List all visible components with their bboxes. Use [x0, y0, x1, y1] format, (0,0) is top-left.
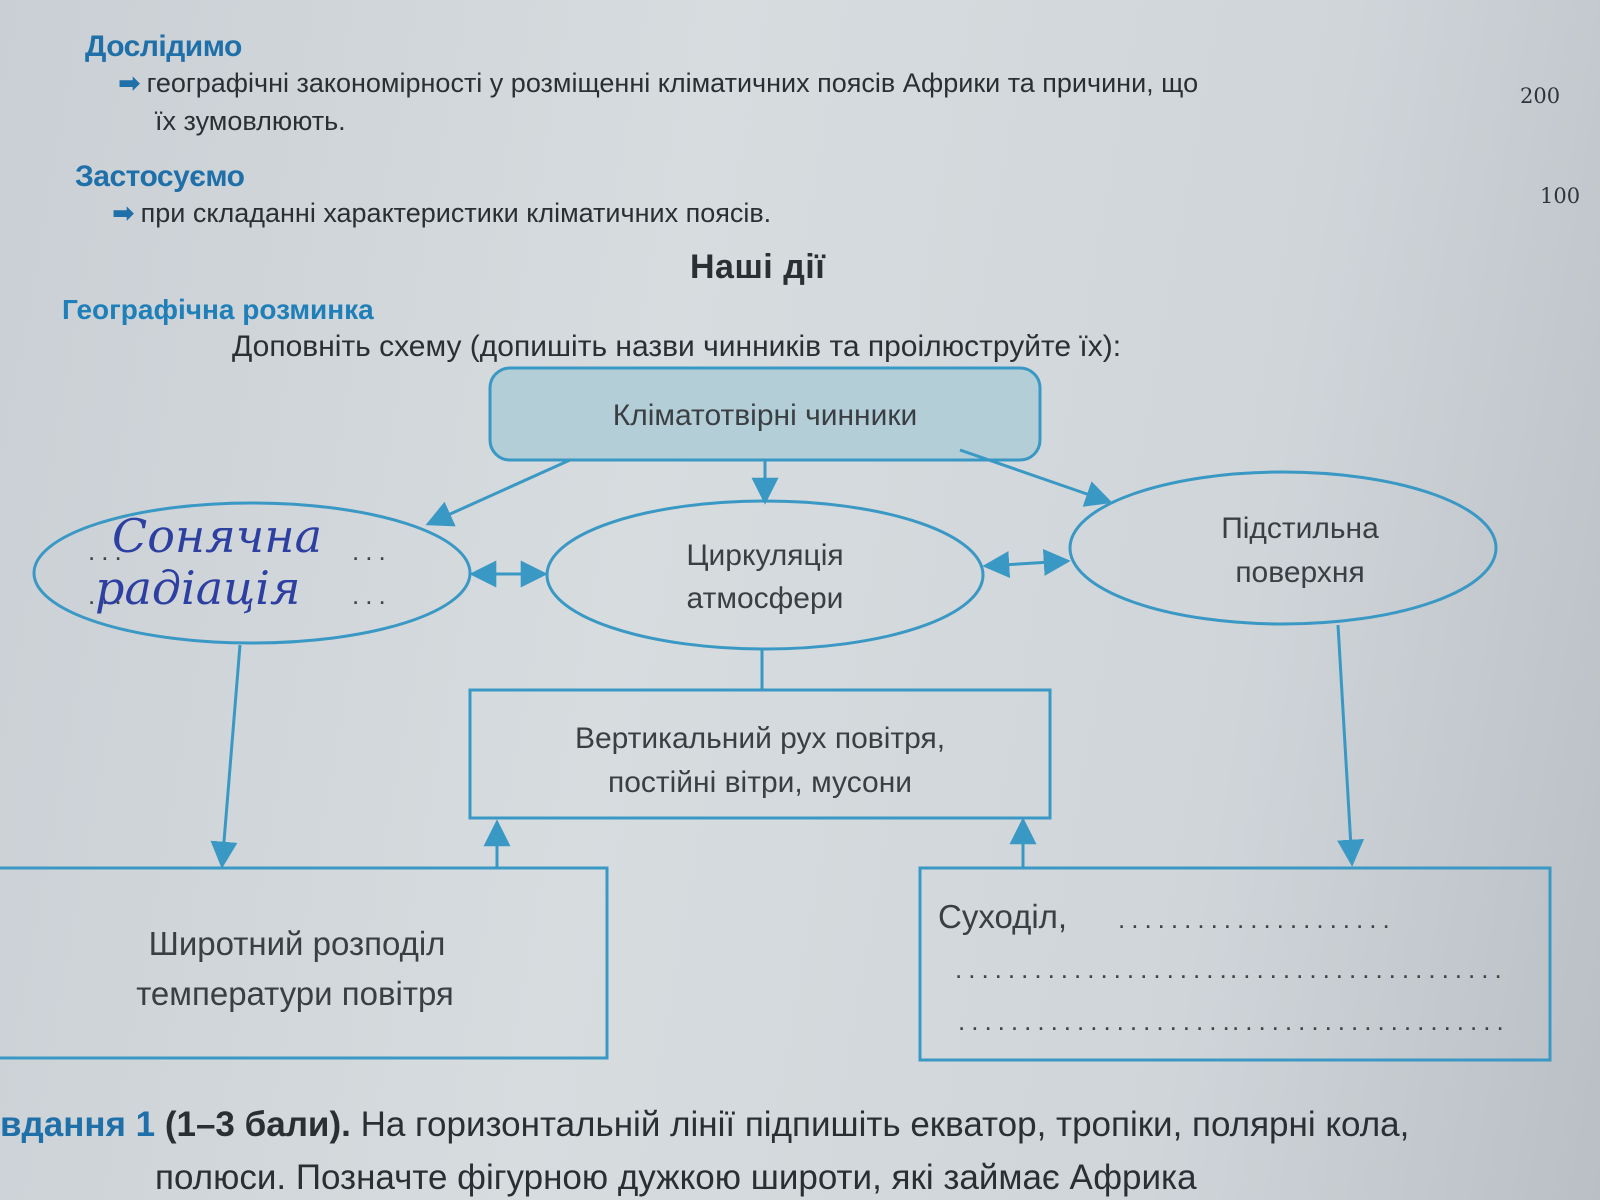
arrow-bullet-icon: ➡	[112, 198, 135, 228]
bottom-left-line-2: температури повітря	[136, 975, 454, 1012]
actions-title: Наші дії	[690, 248, 826, 286]
investigate-line-1: ➡географічні закономірності у розміщенні…	[118, 68, 1198, 99]
center-oval-line-1: Циркуляція	[686, 539, 843, 572]
warmup-title: Географічна розминка	[62, 294, 374, 325]
bottom-right-dots-2: .....................	[955, 954, 1233, 984]
arrow-bullet-icon: ➡	[118, 68, 141, 98]
bottom-right-dots-2b: .....................	[1230, 954, 1508, 984]
task-points: (1–3 бали).	[164, 1105, 351, 1144]
handwriting-solar: Сонячна	[112, 509, 322, 563]
task-1-line: вдання 1 (1–3 бали). На горизонтальній л…	[0, 1105, 1409, 1145]
margin-number-200: 200	[1520, 84, 1561, 108]
handwriting-radiation: радіація	[95, 561, 300, 615]
bottom-right-first-word: Суходіл,	[938, 898, 1067, 935]
arrow-left-down	[210, 644, 242, 869]
center-factor-oval	[545, 499, 985, 651]
arrow-right-down	[1336, 624, 1365, 867]
section-heading-investigate: Дослідимо	[85, 30, 242, 63]
middle-box	[468, 688, 1052, 820]
margin-number-100: 100	[1540, 184, 1581, 208]
bottom-left-line-1: Широтний розподіл	[149, 925, 446, 962]
arrow-top-to-right	[959, 448, 1113, 507]
middle-box-line-2: постійні вітри, мусони	[608, 766, 912, 799]
bottom-right-box	[918, 866, 1552, 1062]
section-heading-apply: Застосуємо	[75, 160, 245, 193]
task-text: На горизонтальній лінії підпишіть еквато…	[360, 1105, 1410, 1144]
task-label: вдання 1	[0, 1105, 156, 1144]
task-1-cut-line: полюси. Позначте фігурною дужкою широти,…	[155, 1158, 1197, 1197]
investigate-text-1: географічні закономірності у розміщенні …	[146, 68, 1199, 98]
right-oval-line-1: Підстильна	[1221, 512, 1379, 545]
apply-text-1: при складанні характеристики кліматичних…	[140, 198, 772, 228]
left-dots-line-1b: ...	[352, 536, 392, 566]
middle-box-line-1: Вертикальний рух повітря,	[575, 722, 945, 755]
bottom-right-dots-3: .....................	[958, 1006, 1236, 1036]
left-dots-line-2: ...	[88, 580, 128, 610]
top-factor-label: Кліматотвірні чинники	[613, 399, 917, 432]
bottom-right-dots-3b: .....................	[1232, 1006, 1510, 1036]
investigate-line-2: їх зумовлюють.	[155, 106, 346, 136]
arrow-top-to-left	[425, 458, 571, 527]
apply-line-1: ➡при складанні характеристики кліматични…	[112, 198, 771, 229]
arrow-center-right	[982, 548, 1071, 579]
left-dots-line-2b: ...	[352, 580, 392, 610]
center-oval-line-2: атмосфери	[687, 582, 844, 615]
bottom-left-box	[0, 866, 609, 1060]
bottom-right-dots-1: .....................	[1118, 904, 1396, 934]
instruction-text: Доповніть схему (допишіть назви чинників…	[232, 330, 1122, 363]
left-dots-line-1: ...	[88, 536, 128, 566]
right-factor-oval	[1068, 470, 1498, 626]
right-oval-line-2: поверхня	[1235, 556, 1364, 589]
